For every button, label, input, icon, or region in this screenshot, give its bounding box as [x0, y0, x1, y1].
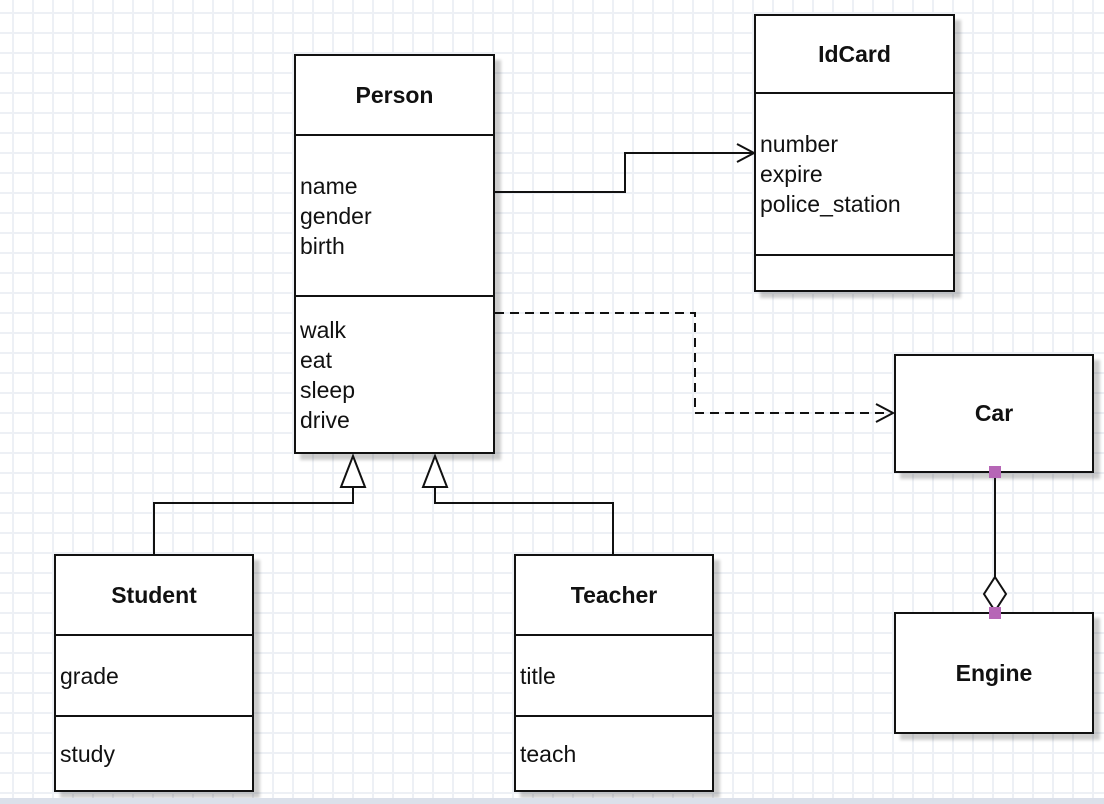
method: eat [300, 346, 332, 373]
teacher-attributes-compartment: title [516, 634, 712, 715]
hollow-triangle-arrowhead [339, 453, 367, 488]
person-attributes-compartment: name gender birth [296, 134, 493, 295]
class-box-engine[interactable]: Engine [894, 612, 1094, 734]
class-title-idcard: IdCard [818, 40, 891, 67]
student-methods-compartment: study [56, 715, 252, 790]
class-box-idcard[interactable]: IdCard number expire police_station [754, 14, 955, 292]
aggregation-diamond [982, 575, 1008, 613]
class-title-person: Person [355, 81, 434, 108]
class-box-student[interactable]: Student grade study [54, 554, 254, 792]
method: teach [520, 740, 577, 767]
method: drive [300, 406, 350, 433]
attribute: grade [60, 662, 119, 689]
method: sleep [300, 376, 355, 403]
class-title-teacher: Teacher [570, 581, 658, 608]
attribute: expire [760, 161, 823, 187]
generalization-student-person[interactable] [153, 453, 367, 554]
class-box-car[interactable]: Car [894, 354, 1094, 473]
class-box-teacher[interactable]: Teacher title teach [514, 554, 714, 792]
class-title-student: Student [111, 581, 197, 608]
attribute: name [300, 172, 358, 199]
idcard-attributes-compartment: number expire police_station [756, 92, 953, 254]
open-arrowhead [736, 143, 757, 163]
class-title-engine: Engine [955, 659, 1033, 686]
idcard-methods-compartment [756, 254, 953, 290]
student-attributes-compartment: grade [56, 634, 252, 715]
attribute: birth [300, 232, 345, 259]
teacher-methods-compartment: teach [516, 715, 712, 790]
open-arrowhead [875, 403, 896, 423]
class-title-car: Car [974, 400, 1014, 426]
attribute: gender [300, 202, 372, 229]
method: walk [300, 316, 347, 343]
method: study [60, 740, 115, 767]
dependency-person-car[interactable] [495, 312, 896, 423]
canvas-bottom-edge [0, 798, 1104, 804]
association-person-idcard[interactable] [495, 143, 757, 193]
attribute: number [760, 131, 838, 157]
aggregation-car-engine[interactable] [982, 466, 1008, 619]
person-methods-compartment: walk eat sleep drive [296, 295, 493, 452]
attribute: title [520, 662, 556, 689]
generalization-teacher-person[interactable] [421, 453, 614, 554]
hollow-triangle-arrowhead [421, 453, 449, 488]
attribute: police_station [760, 191, 901, 217]
class-box-person[interactable]: Person name gender birth walk eat sleep … [294, 54, 495, 454]
